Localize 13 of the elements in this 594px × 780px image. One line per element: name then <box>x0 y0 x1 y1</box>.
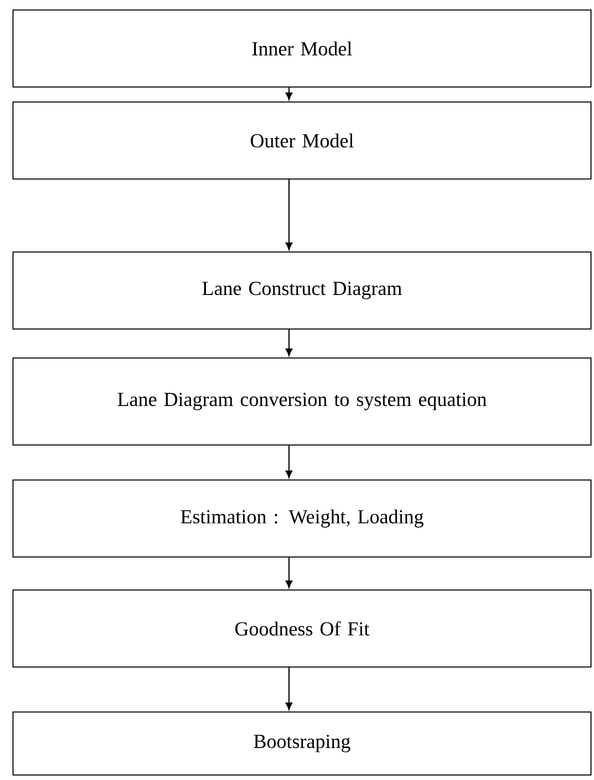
process-box: Inner Model <box>12 10 592 88</box>
process-box: Lane Diagram conversion to system equation <box>12 358 592 446</box>
process-box: Estimation : Weight, Loading <box>12 480 592 558</box>
arrow <box>286 558 292 588</box>
arrow <box>286 668 292 710</box>
process-box: Bootsraping <box>12 712 592 776</box>
process-box: Outer Model <box>12 102 592 180</box>
arrow <box>286 88 292 100</box>
arrow <box>286 446 292 478</box>
arrow <box>286 330 292 356</box>
process-box: Lane Construct Diagram <box>12 252 592 330</box>
arrow <box>286 180 292 250</box>
process-box: Goodness Of Fit <box>12 590 592 668</box>
